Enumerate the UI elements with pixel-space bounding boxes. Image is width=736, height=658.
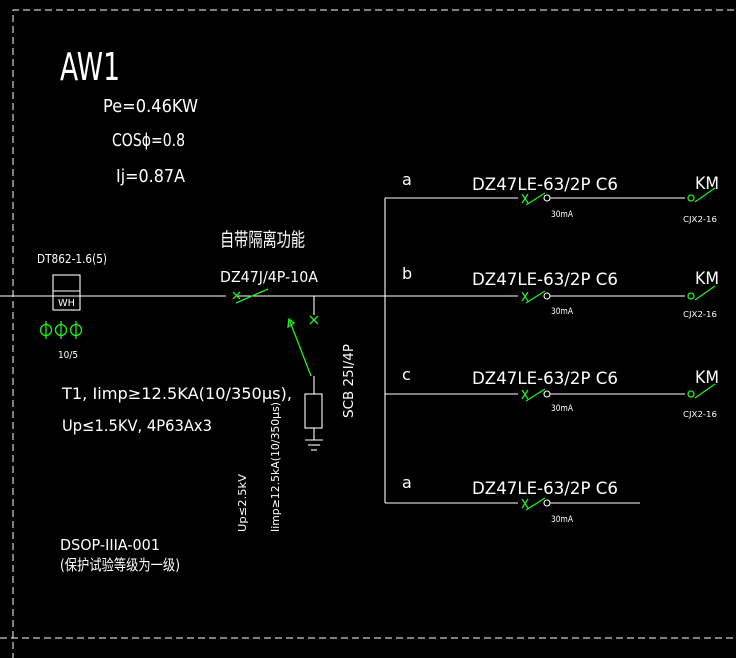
- contactor-switch-icon: [685, 285, 736, 301]
- branch-breaker: DZ47LE-63/2P C6: [472, 369, 618, 389]
- contactor-label: KM: [695, 174, 719, 194]
- main-breaker-model: DZ47J/4P-10A: [220, 268, 319, 286]
- spd-spec-line1: T1, Iimp≥12.5KA(10/350μs),: [61, 384, 292, 403]
- branch-phase: a: [402, 473, 412, 492]
- contactor-model: CJX2-16: [683, 410, 717, 419]
- branch-leakage: 30mA: [551, 307, 574, 317]
- main-breaker-switch-icon: [226, 288, 269, 304]
- contactor-model: CJX2-16: [683, 310, 717, 319]
- branch-1: a DZ47LE-63/2P C6 30mA KM CJX2-16: [385, 170, 736, 224]
- branch-breaker: DZ47LE-63/2P C6: [472, 479, 618, 499]
- energy-meter: [52, 274, 81, 311]
- branch-breaker: DZ47LE-63/2P C6: [472, 175, 618, 195]
- branch-phase: a: [402, 170, 412, 189]
- dsop-note: (保护试验等级为一级): [60, 556, 180, 574]
- rcbo-switch-icon: [518, 497, 551, 511]
- rcbo-switch-icon: [518, 290, 551, 304]
- spd-isolator-icon: [287, 315, 319, 377]
- branch-2: b DZ47LE-63/2P C6 30mA KM CJX2-16: [385, 264, 736, 319]
- ground-icon: [305, 439, 323, 451]
- rcbo-switch-icon: [518, 388, 551, 402]
- branch-leakage: 30mA: [551, 404, 574, 414]
- branch-leakage: 30mA: [551, 515, 574, 525]
- ct-ratio: 10/5: [58, 350, 78, 361]
- spd-iimp-rating: Iimp≥12.5kA(10/350μs): [269, 402, 282, 532]
- panel-name: AW1: [60, 45, 120, 89]
- rcbo-switch-icon: [518, 192, 551, 206]
- contactor-label: KM: [695, 269, 719, 289]
- dsop-model: DSOP-IIIA-001: [60, 536, 160, 554]
- meter-label: WH: [58, 298, 75, 309]
- spd-spec-line2: Up≤1.5KV, 4P63Ax3: [62, 416, 212, 435]
- current-value: Ij=0.87A: [116, 166, 186, 187]
- branch-leakage: 30mA: [551, 210, 574, 220]
- power-factor: COSϕ=0.8: [112, 130, 185, 151]
- spd-up-rating: Up≤2.5kV: [236, 474, 249, 532]
- contactor-label: KM: [695, 368, 719, 388]
- spd-backup-breaker: SCB 25I/4P: [342, 344, 357, 418]
- branch-4: a DZ47LE-63/2P C6 30mA: [385, 473, 640, 525]
- current-transformer-icon: [39, 321, 83, 339]
- branch-phase: c: [402, 365, 411, 384]
- power-value: Pe=0.46KW: [103, 96, 198, 117]
- main-breaker-note: 自带隔离功能: [220, 229, 305, 251]
- contactor-model: CJX2-16: [683, 215, 717, 224]
- contactor-switch-icon: [685, 383, 736, 399]
- contactor-switch-icon: [685, 187, 736, 203]
- branch-3: c DZ47LE-63/2P C6 30mA KM CJX2-16: [385, 365, 736, 419]
- branch-phase: b: [402, 264, 412, 283]
- meter-model: DT862-1.6(5): [37, 252, 107, 266]
- branch-breaker: DZ47LE-63/2P C6: [472, 270, 618, 290]
- spd-element: [304, 393, 323, 429]
- panel-border: [12, 9, 736, 658]
